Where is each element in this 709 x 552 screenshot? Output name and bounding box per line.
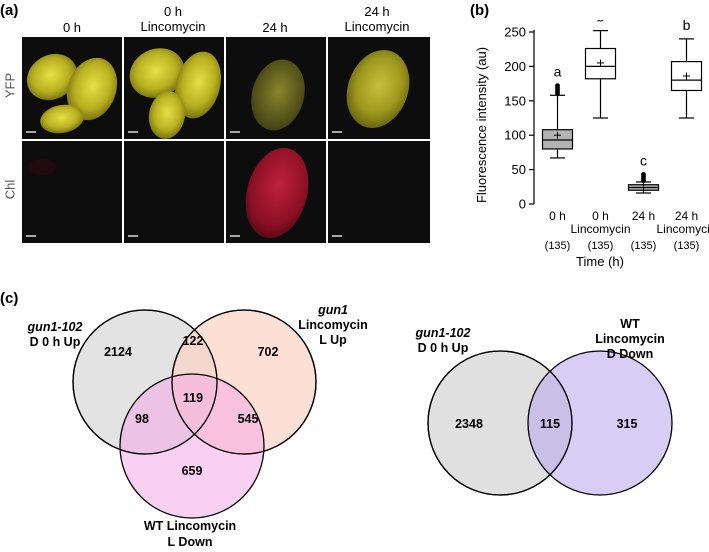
leaf-image: [346, 50, 410, 128]
venn2-count-a-only: 2348: [455, 417, 483, 431]
y-axis-label: Fluorescence intensity (au): [474, 47, 489, 203]
x-tick-label: 0 h: [549, 209, 566, 223]
box-outlier: [641, 172, 646, 177]
venn2-label-a-rest: D 0 h Up: [418, 341, 469, 355]
venn2-label-a-bold: gun1-102: [415, 326, 471, 340]
panel-b-label: (b): [470, 2, 490, 19]
x-tick-label: 24 h: [675, 209, 698, 223]
panel-c-label: (c): [0, 290, 19, 307]
scale-bars: [26, 131, 342, 237]
leaf-image: [129, 48, 222, 139]
venn-diagram-three-set: 2124 122 702 119 98 545 659 gun1-102 D 0…: [27, 303, 673, 549]
column-header-line1: 24 h: [262, 20, 288, 35]
column-header-line2: Lincomycin: [140, 19, 206, 34]
venn-label-c-line1: WT Lincomycin: [144, 519, 236, 533]
micrograph-chl-0h: [22, 141, 122, 243]
x-tick-count: (135): [674, 240, 700, 252]
significance-letter: c: [640, 152, 647, 168]
column-header-line1: 24 h: [364, 4, 390, 19]
venn-label-b-bold: gun1: [317, 303, 348, 317]
venn-label-a-bold: gun1-102: [27, 320, 83, 334]
significance-letter: b: [683, 20, 691, 33]
panel-a-label: (a): [0, 2, 19, 19]
x-tick-count: (135): [588, 240, 614, 252]
x-tick-label: 0 h: [592, 209, 609, 223]
box-outlier: [555, 83, 560, 89]
micrograph-chl-24h-lincomycin: [328, 141, 430, 243]
y-tick-label: 0: [519, 197, 526, 212]
venn-circle-wt-lincomycin-l-down: [119, 373, 265, 519]
x-tick-label: Lincomycin: [570, 222, 630, 236]
column-header-0h-lincomycin: 0 h Lincomycin: [122, 4, 224, 34]
y-tick-label: 250: [504, 25, 526, 40]
micrograph-chl-0h-lincomycin: [124, 141, 224, 243]
row-label-yfp: YFP: [2, 72, 18, 99]
row-label-chl: Chl: [2, 179, 18, 200]
significance-letter: b: [597, 20, 605, 25]
leaf-image: [26, 53, 118, 134]
box-plot: Fluorescence intensity (au) Time (h) 0 50…: [474, 20, 709, 269]
venn-count-a-only: 2124: [104, 345, 132, 359]
venn2-count-b-only: 315: [617, 417, 638, 431]
y-tick-label: 100: [504, 128, 526, 143]
column-header-line1: 0 h: [163, 4, 183, 19]
x-tick-count: (135): [631, 240, 657, 252]
venn-label-b-rest1: Lincomycin: [298, 318, 367, 332]
column-header-24h-lincomycin: 24 h Lincomycin: [326, 4, 428, 34]
venn-count-ab: 122: [183, 334, 204, 348]
venn-label-b-rest2: L Up: [319, 333, 347, 347]
leaf-image: [251, 59, 305, 131]
y-tick-label: 200: [504, 59, 526, 74]
y-tick-label: 150: [504, 93, 526, 108]
y-tick-label: 50: [512, 162, 526, 177]
leaf-image: [245, 147, 309, 239]
venn2-label-b-line3: D Down: [607, 347, 654, 361]
micrograph-grid: [22, 37, 430, 243]
venn-count-c-only: 659: [182, 464, 203, 478]
x-axis-label: Time (h): [576, 254, 624, 269]
venn-label-a-rest: D 0 h Up: [30, 335, 81, 349]
x-tick-label: 24 h: [632, 209, 655, 223]
column-header-24h: 24 h: [224, 20, 326, 35]
venn-label-c-line2: L Down: [168, 535, 213, 549]
venn2-count-ab: 115: [540, 417, 560, 431]
venn2-label-b-line1: WT: [620, 317, 640, 331]
x-tick-label: Lincomycin: [656, 222, 709, 236]
venn-diagram-two-set: 2348 115 315 gun1-102 D 0 h Up WT Lincom…: [415, 317, 673, 496]
venn-count-bc: 545: [238, 412, 259, 426]
significance-letter: a: [554, 64, 562, 80]
column-header-line2: Lincomycin: [344, 19, 410, 34]
box-body: [541, 129, 574, 150]
column-header-0h: 0 h: [22, 20, 122, 35]
venn-count-abc: 119: [183, 391, 203, 405]
venn-count-ac: 98: [135, 412, 149, 426]
venn-circle-wt-lincomycin-d-down: [527, 350, 673, 496]
venn-count-b-only: 702: [258, 345, 279, 359]
column-header-line1: 0 h: [62, 20, 82, 35]
x-tick-count: (135): [545, 240, 571, 252]
venn2-label-b-line2: Lincomycin: [595, 332, 664, 346]
